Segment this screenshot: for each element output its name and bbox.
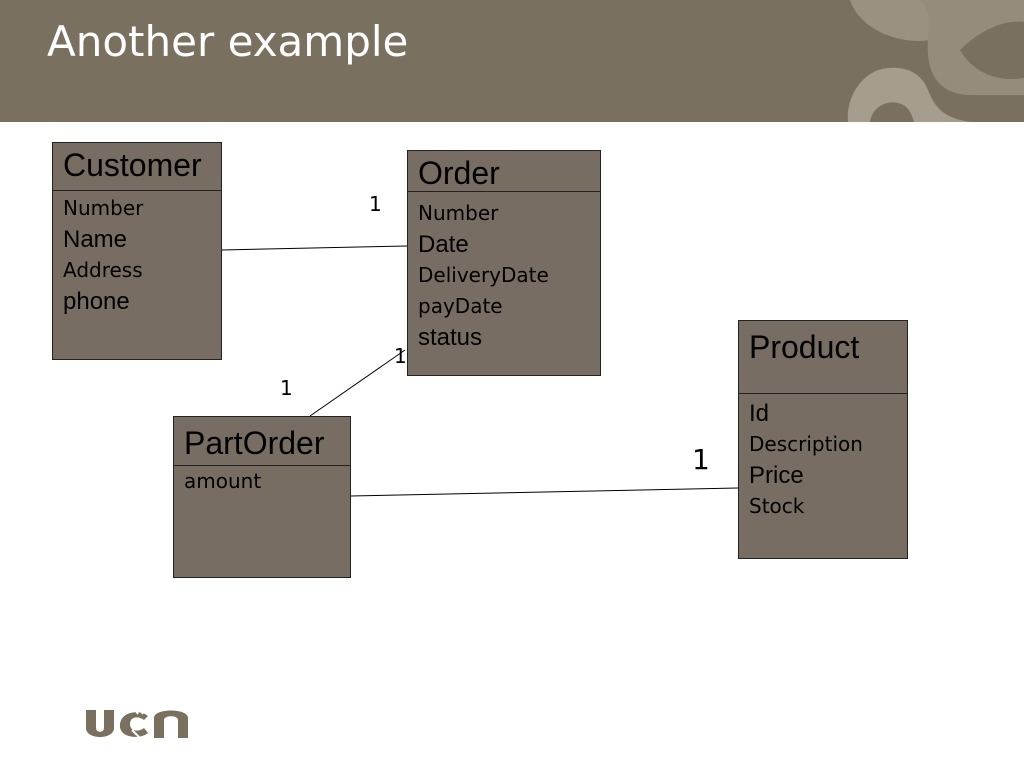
partorder-class-name: PartOrder [174, 417, 350, 466]
customer-attr-number: Number [63, 196, 144, 220]
order-attr-date: Date [418, 231, 469, 258]
product-attr-description: Description [749, 432, 863, 456]
slide-title: Another example [47, 17, 409, 66]
product-class-name: Product [739, 321, 907, 394]
order-attr-paydate: payDate [418, 294, 503, 318]
order-class-box: Order Number Date DeliveryDate payDate s… [407, 150, 601, 376]
partorder-end-multiplicity: 1 [280, 376, 293, 400]
partorder-product-multiplicity: 1 [692, 443, 710, 476]
partorder-attr-amount: amount [184, 469, 262, 493]
header-decoration [847, 0, 1024, 122]
customer-order-multiplicity: 1 [369, 192, 382, 216]
product-attributes: Id Description Price Stock [739, 394, 907, 522]
partorder-class-box: PartOrder amount [173, 416, 351, 578]
customer-attr-address: Address [63, 258, 143, 282]
ucn-logo [86, 707, 188, 739]
order-attributes: Number Date DeliveryDate payDate status [408, 192, 600, 353]
product-attr-price: Price [749, 462, 804, 489]
order-class-name: Order [408, 151, 600, 192]
customer-attr-phone: phone [63, 288, 130, 315]
partorder-attributes: amount [174, 466, 350, 497]
product-attr-stock: Stock [749, 494, 805, 518]
order-end-multiplicity: 1 [394, 344, 407, 368]
customer-class-name: Customer [53, 143, 221, 191]
slide-header: Another example [0, 0, 1024, 122]
partorder-product-association [350, 487, 739, 497]
order-attr-number: Number [418, 201, 499, 225]
customer-attr-name: Name [63, 226, 128, 253]
order-attr-deliverydate: DeliveryDate [418, 263, 549, 287]
order-attr-status: status [418, 324, 483, 351]
product-attr-id: Id [749, 400, 770, 427]
order-partorder-association [309, 349, 406, 417]
customer-order-association [221, 245, 408, 251]
product-class-box: Product Id Description Price Stock [738, 320, 908, 559]
customer-class-box: Customer Number Name Address phone [52, 142, 222, 360]
customer-attributes: Number Name Address phone [53, 191, 221, 317]
